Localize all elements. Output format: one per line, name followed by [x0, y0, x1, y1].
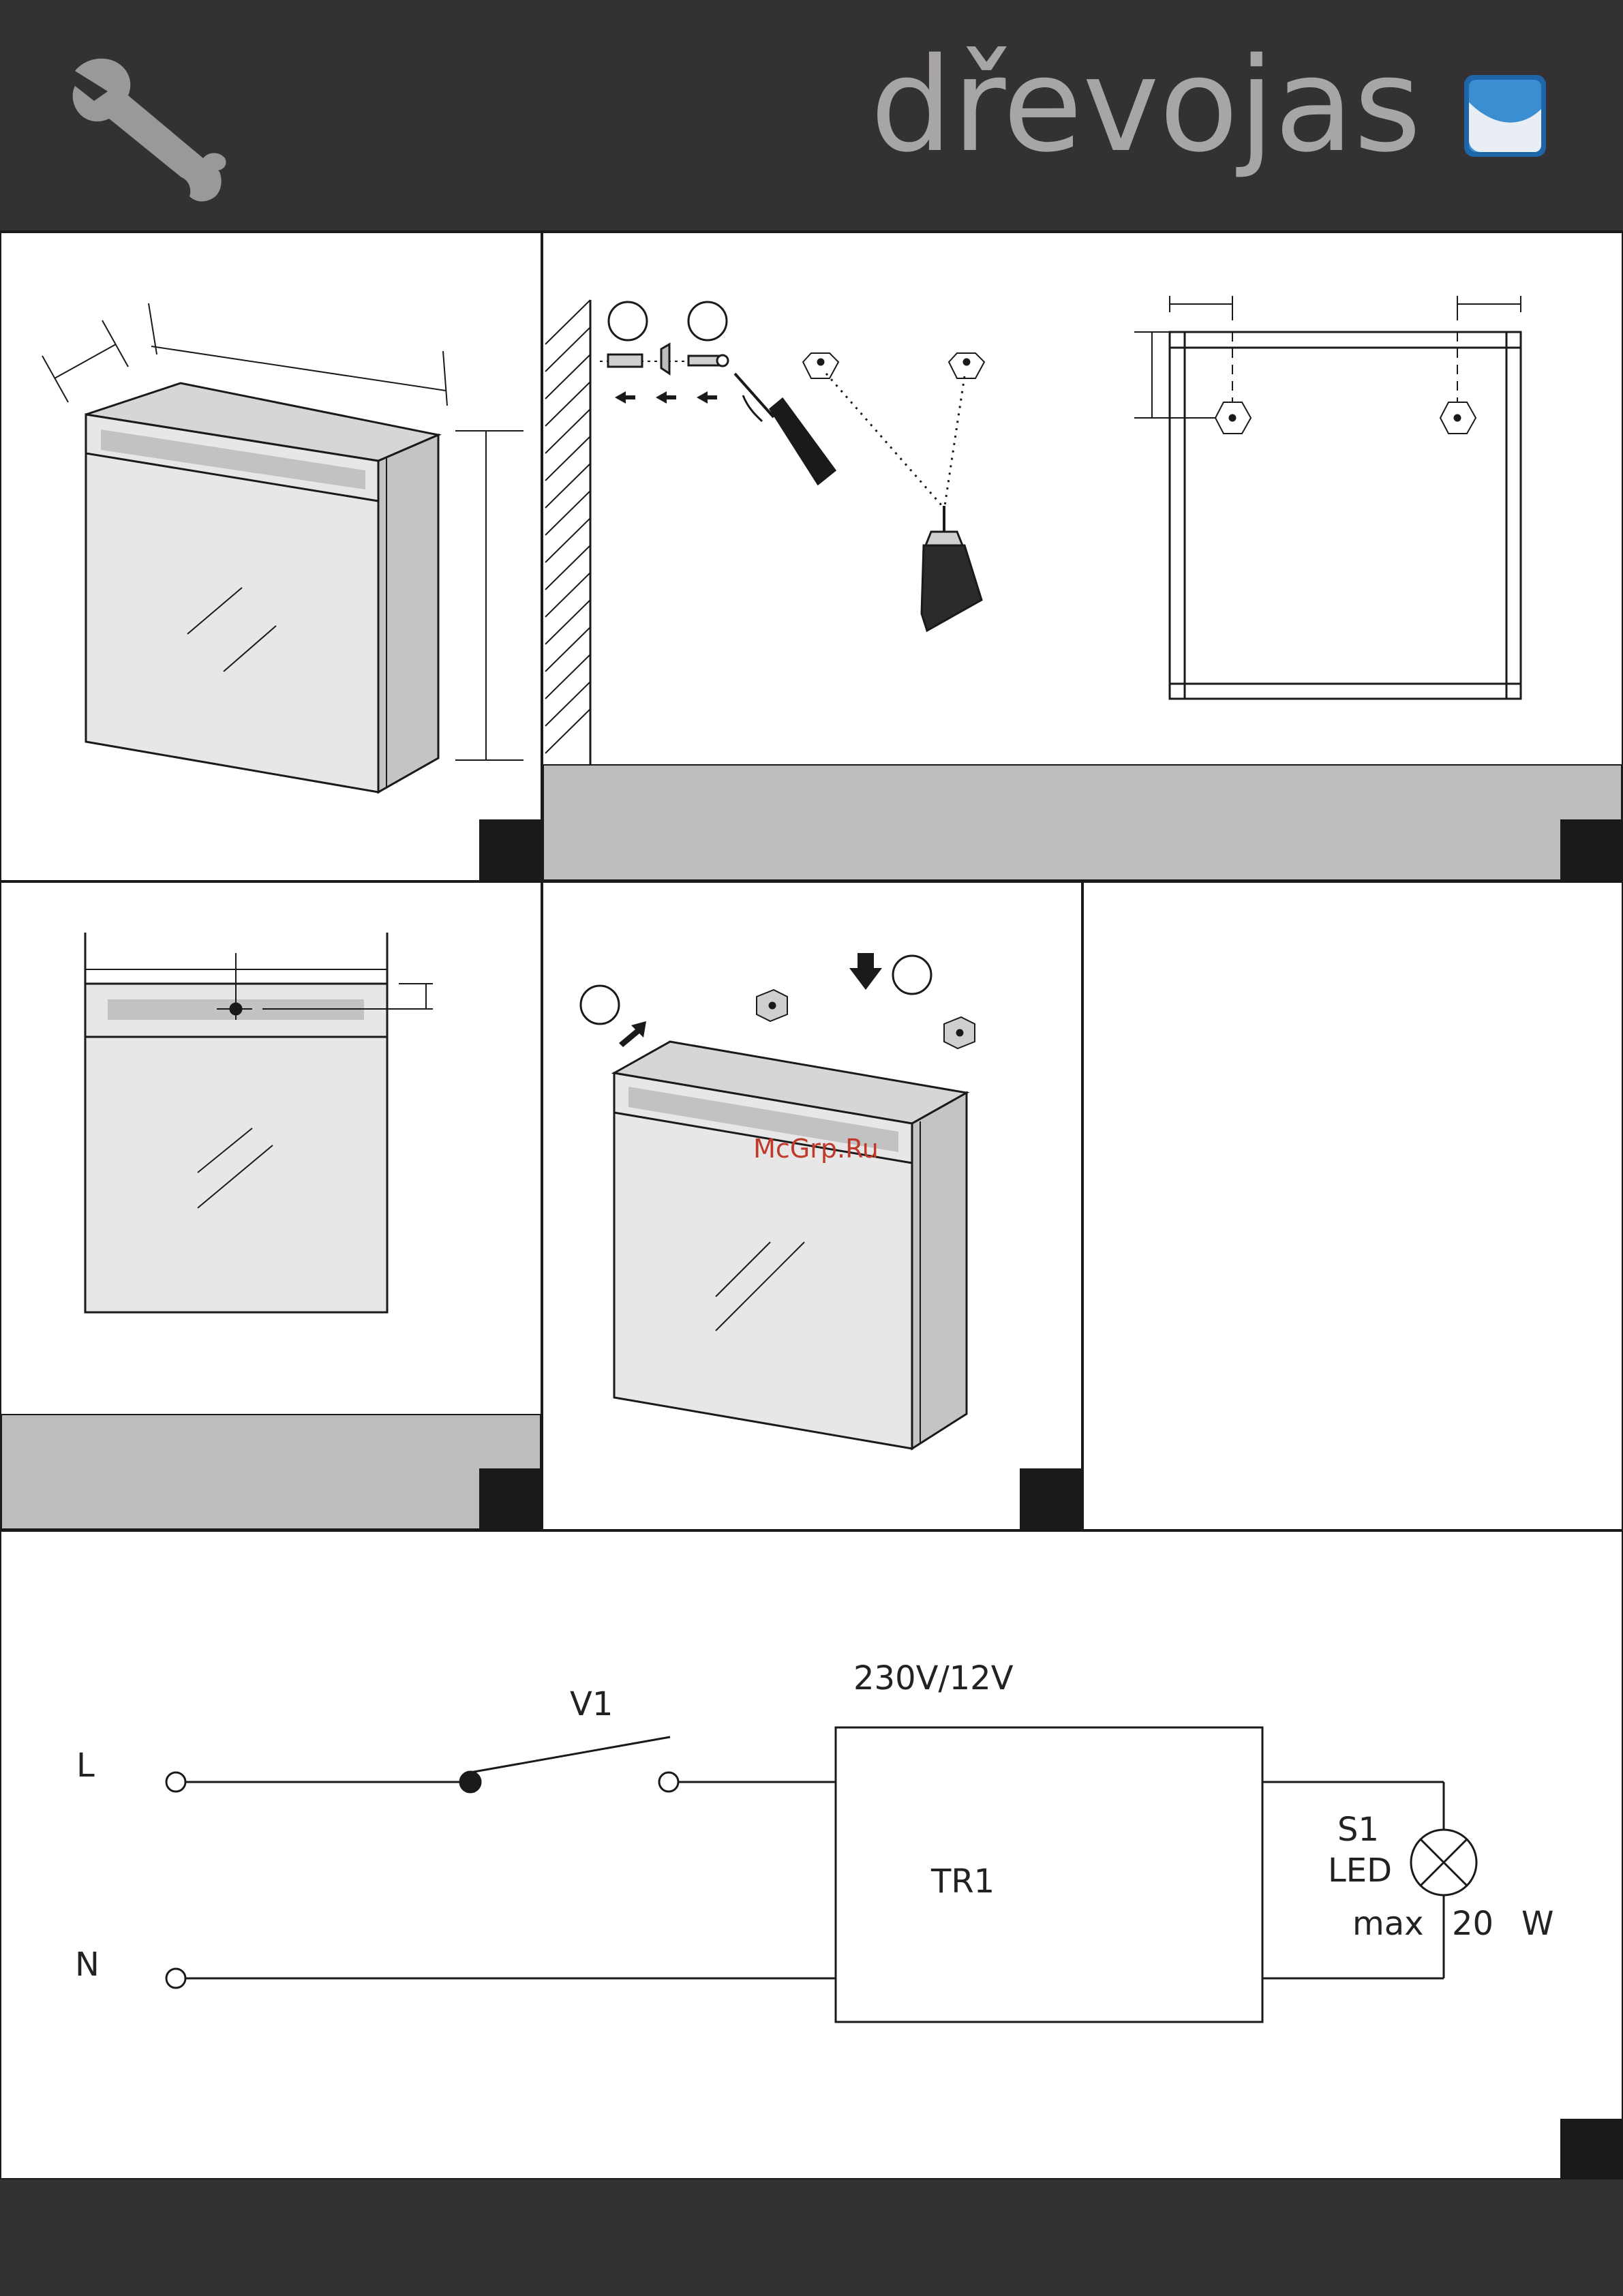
switch-terminal: [659, 1772, 678, 1792]
switch-lever: [470, 1737, 670, 1772]
footer: [0, 2179, 1623, 2296]
wall-drilling-and-hanger-mounting: [545, 296, 1521, 765]
drevojas-logo-badge: [1464, 75, 1546, 157]
neutral-label: N: [75, 1946, 100, 1984]
max-label: max: [1352, 1905, 1424, 1943]
transformer-box: [836, 1727, 1262, 2022]
brand-name: dřevojas: [870, 30, 1421, 181]
neutral-terminal: [166, 1969, 185, 1988]
switch-label: V1: [570, 1685, 613, 1723]
lamp-type: LED: [1328, 1852, 1392, 1890]
step-circle: [609, 302, 647, 340]
panel-footer-bar: [1, 1415, 541, 1529]
led-strip-center-mark: [85, 933, 433, 1312]
line-label: L: [76, 1747, 95, 1785]
step-circle: [688, 302, 727, 340]
mirror-cabinet-dimensions: [42, 303, 524, 792]
header: dřevojas: [0, 0, 1623, 232]
step-circle: [893, 956, 931, 994]
led-lamp-icon: [1411, 1830, 1476, 1895]
transformer-rating: 230V/12V: [853, 1659, 1014, 1697]
panel-footer-bar: [543, 765, 1622, 880]
switch-pivot: [460, 1772, 481, 1792]
step-circle: [581, 986, 619, 1024]
watermark-text: McGrp.Ru: [753, 1134, 879, 1164]
wiring-diagram: L N V1 230V/12V TR1 S1 LED max 20 W: [75, 1659, 1553, 2022]
line-terminal: [166, 1772, 185, 1792]
power-unit: W: [1521, 1905, 1553, 1943]
lamp-label: S1: [1337, 1811, 1379, 1849]
transformer-label: TR1: [930, 1862, 995, 1901]
hang-cabinet-on-hangers: [581, 953, 975, 1449]
step-marker: [1560, 819, 1623, 881]
step-marker: [479, 1468, 542, 1530]
max-power: 20: [1452, 1905, 1493, 1943]
step-marker: [1560, 2119, 1623, 2179]
step-marker: [479, 819, 542, 881]
step-marker: [1020, 1468, 1082, 1530]
